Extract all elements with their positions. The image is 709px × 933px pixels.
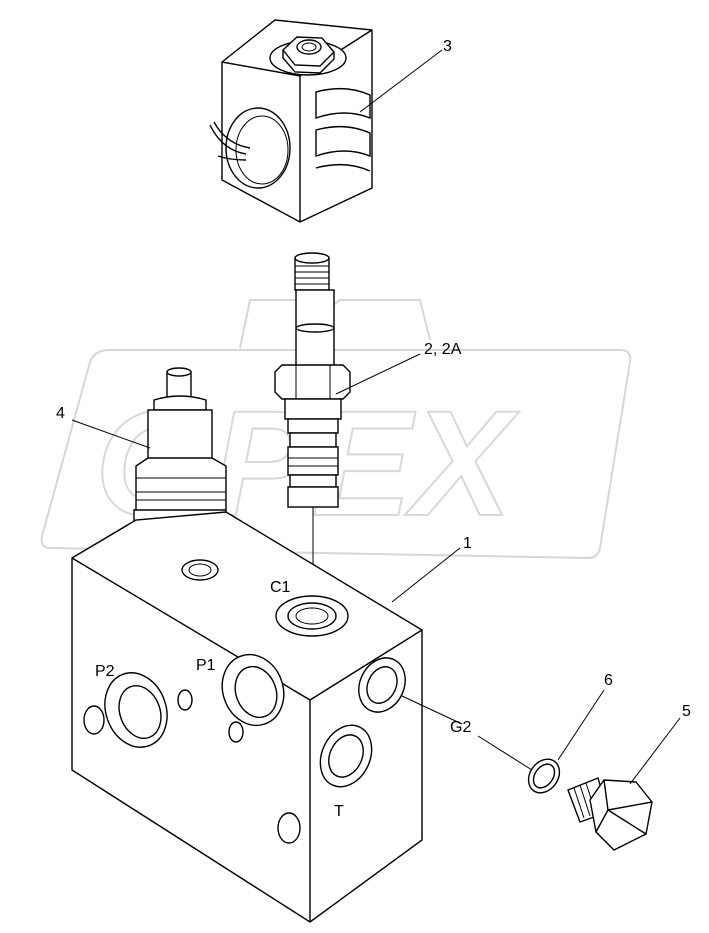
port-label-p2: P2: [95, 663, 115, 680]
solenoid-coil: [209, 19, 373, 223]
callout-6: 6: [604, 672, 613, 689]
plug: [567, 777, 653, 851]
o-ring: [527, 758, 561, 794]
port-label-p1: P1: [196, 657, 216, 674]
callout-2-2a: 2, 2A: [424, 341, 462, 358]
port-label-t: T: [334, 803, 344, 820]
port-label-c1: C1: [270, 579, 291, 596]
callout-5: 5: [682, 703, 691, 720]
callout-1: 1: [463, 535, 472, 552]
callout-3: 3: [443, 38, 452, 55]
leader-lines: [71, 49, 681, 785]
cartridge-valve: [274, 252, 351, 600]
valve-body: [71, 511, 423, 923]
callout-4: 4: [56, 405, 65, 422]
port-label-g2: G2: [450, 719, 471, 736]
